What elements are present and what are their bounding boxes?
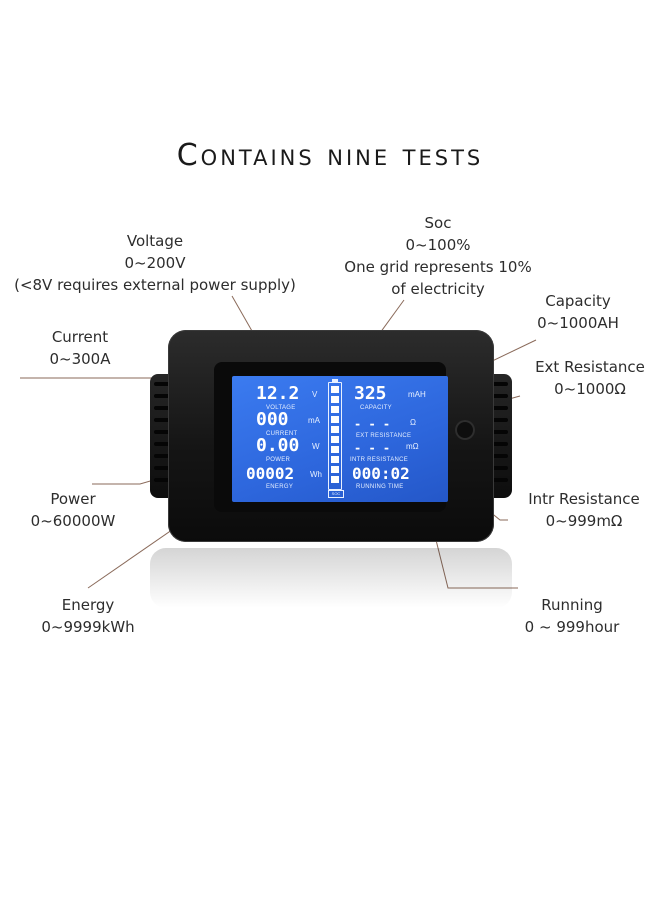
capacity-unit: mAH [408,390,426,399]
energy-caption: ENERGY [266,484,294,490]
current-range: 0~300A [49,350,111,368]
current-unit: mA [308,416,320,425]
ext-resistance-reading: - - - [354,417,391,431]
voltage-label: Voltage 0~200V (<8V requires external po… [10,230,300,296]
voltage-note: (<8V requires external power supply) [14,276,296,294]
ext-resistance-caption: EXT RESISTANCE [356,433,412,439]
voltage-name: Voltage [126,232,184,250]
soc-cell [331,476,339,483]
soc-cell [331,386,339,393]
page-title: Contains nine tests [176,138,484,173]
soc-battery-gauge [328,379,342,490]
intr-resistance-reading: - - - [354,441,391,455]
power-unit: W [312,442,320,451]
voltage-range: 0~200V [124,254,186,272]
capacity-range: 0~1000AH [537,314,619,332]
device-reflection [150,548,512,608]
energy-reading: 00002 [246,464,295,483]
ext-resistance-name: Ext Resistance [535,358,645,376]
ext-resistance-label: Ext Resistance 0~1000Ω [522,356,658,400]
soc-cell [331,396,339,403]
voltage-caption: VOLTAGE [266,405,296,411]
soc-range: 0~100% [405,236,471,254]
soc-label: Soc 0~100% One grid represents 10% of el… [318,212,558,300]
capacity-reading: 325 [354,383,387,404]
voltage-reading: 12.2 [256,383,300,404]
soc-name: Soc [424,214,452,232]
battery-monitor-device: 12.2 V VOLTAGE 000 mA CURRENT 0.00 W POW… [150,330,512,542]
soc-note-2: of electricity [391,280,485,298]
intr-resistance-name: Intr Resistance [528,490,640,508]
soc-cell [331,416,339,423]
energy-range: 0~9999kWh [41,618,135,636]
intr-resistance-label: Intr Resistance 0~999mΩ [516,488,652,532]
intr-resistance-range: 0~999mΩ [545,512,623,530]
soc-cell [331,406,339,413]
running-name: Running [541,596,603,614]
capacity-label: Capacity 0~1000AH [518,290,638,334]
energy-unit: Wh [310,470,322,479]
current-caption: CURRENT [266,431,298,437]
soc-cell [331,456,339,463]
intr-resistance-caption: INTR RESISTANCE [350,457,409,463]
reset-button[interactable] [455,420,475,440]
ext-resistance-unit: Ω [410,418,416,427]
power-label: Power 0~60000W [18,488,128,532]
power-caption: POWER [266,457,291,463]
soc-cell [331,466,339,473]
soc-caption: SOC [328,490,344,498]
current-name: Current [51,328,109,346]
capacity-name: Capacity [545,292,611,310]
soc-cell [331,446,339,453]
running-time-caption: RUNNING TIME [356,484,404,490]
running-range: 0 ~ 999hour [524,618,620,636]
capacity-caption: CAPACITY [360,405,392,411]
power-range: 0~60000W [30,512,116,530]
lcd-screen: 12.2 V VOLTAGE 000 mA CURRENT 0.00 W POW… [232,376,448,502]
soc-cell [331,426,339,433]
soc-battery-terminal [332,379,338,382]
ext-resistance-range: 0~1000Ω [554,380,626,398]
energy-name: Energy [61,596,115,614]
soc-cell [331,436,339,443]
running-label: Running 0 ~ 999hour [510,594,634,638]
intr-resistance-unit: mΩ [406,442,419,451]
voltage-unit: V [312,390,318,399]
power-name: Power [50,490,96,508]
current-label: Current 0~300A [30,326,130,370]
power-reading: 0.00 [256,435,300,456]
energy-label: Energy 0~9999kWh [26,594,150,638]
current-reading: 000 [256,409,289,430]
running-time-reading: 000:02 [352,464,410,483]
soc-note-1: One grid represents 10% [344,258,532,276]
